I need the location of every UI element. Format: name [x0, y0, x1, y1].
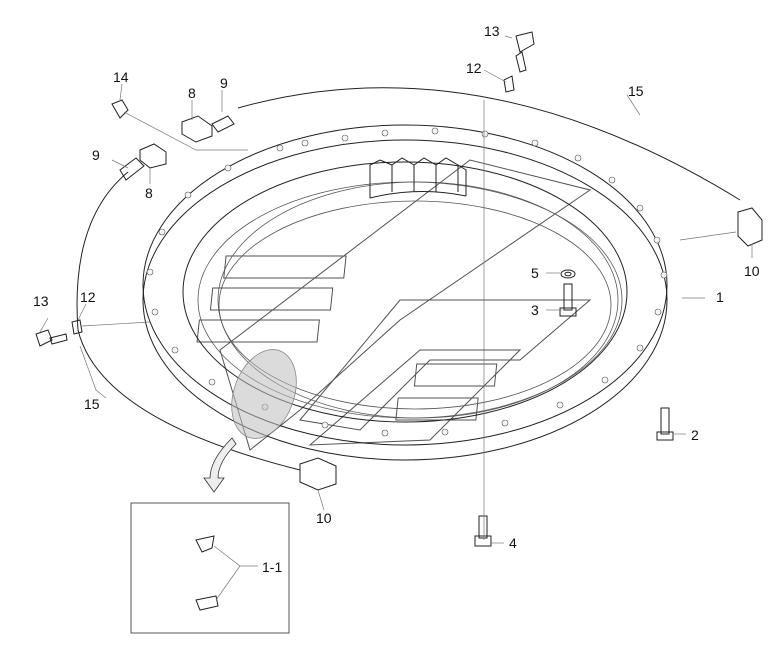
callout-9-lower: 9	[92, 147, 100, 163]
detail-box	[130, 502, 290, 634]
washer-5	[560, 269, 576, 279]
callout-14: 14	[113, 69, 129, 85]
callout-1-1: 1-1	[262, 559, 282, 575]
callout-4: 4	[509, 535, 517, 551]
callout-12-left: 12	[80, 289, 96, 305]
bolt-holes	[146, 127, 668, 437]
fitting-10-bottom	[299, 457, 337, 491]
watermark-logo	[196, 159, 592, 451]
bolt-3	[559, 283, 577, 317]
callout-12-top: 12	[466, 60, 482, 76]
callout-1: 1	[716, 289, 724, 305]
fitting-8-lower	[119, 143, 167, 181]
bolt-2	[656, 407, 674, 441]
callout-8-lower: 8	[145, 185, 153, 201]
fitting-13-top	[515, 31, 535, 73]
clip-12-left	[71, 319, 83, 335]
callout-15-left: 15	[84, 396, 100, 412]
grease-line-top	[237, 87, 741, 201]
callout-9-upper: 9	[220, 75, 228, 91]
slewing-ring	[142, 124, 668, 461]
callout-3: 3	[531, 302, 539, 318]
callout-5: 5	[531, 265, 539, 281]
fitting-10-right	[737, 207, 763, 247]
clip-12-top	[503, 75, 515, 93]
fitting-14	[111, 99, 129, 119]
detail-arrow	[203, 437, 237, 493]
callout-10-right: 10	[744, 263, 760, 279]
callout-13-left: 13	[33, 293, 49, 309]
detail-callout-oval	[231, 349, 297, 439]
callout-13-top: 13	[484, 23, 500, 39]
callout-10-bottom: 10	[316, 510, 332, 526]
leader-lines	[39, 35, 753, 601]
fitting-8-upper	[181, 115, 235, 143]
callout-labels: 13 12 15 14 9 8 9 8 10 5 1 3 13 12 15 2 …	[33, 23, 760, 575]
fitting-13-left	[35, 329, 68, 347]
callout-15-top: 15	[628, 83, 644, 99]
callout-2: 2	[691, 427, 699, 443]
grease-line-left	[76, 171, 301, 471]
callout-8-upper: 8	[188, 85, 196, 101]
bolt-4	[474, 515, 492, 547]
